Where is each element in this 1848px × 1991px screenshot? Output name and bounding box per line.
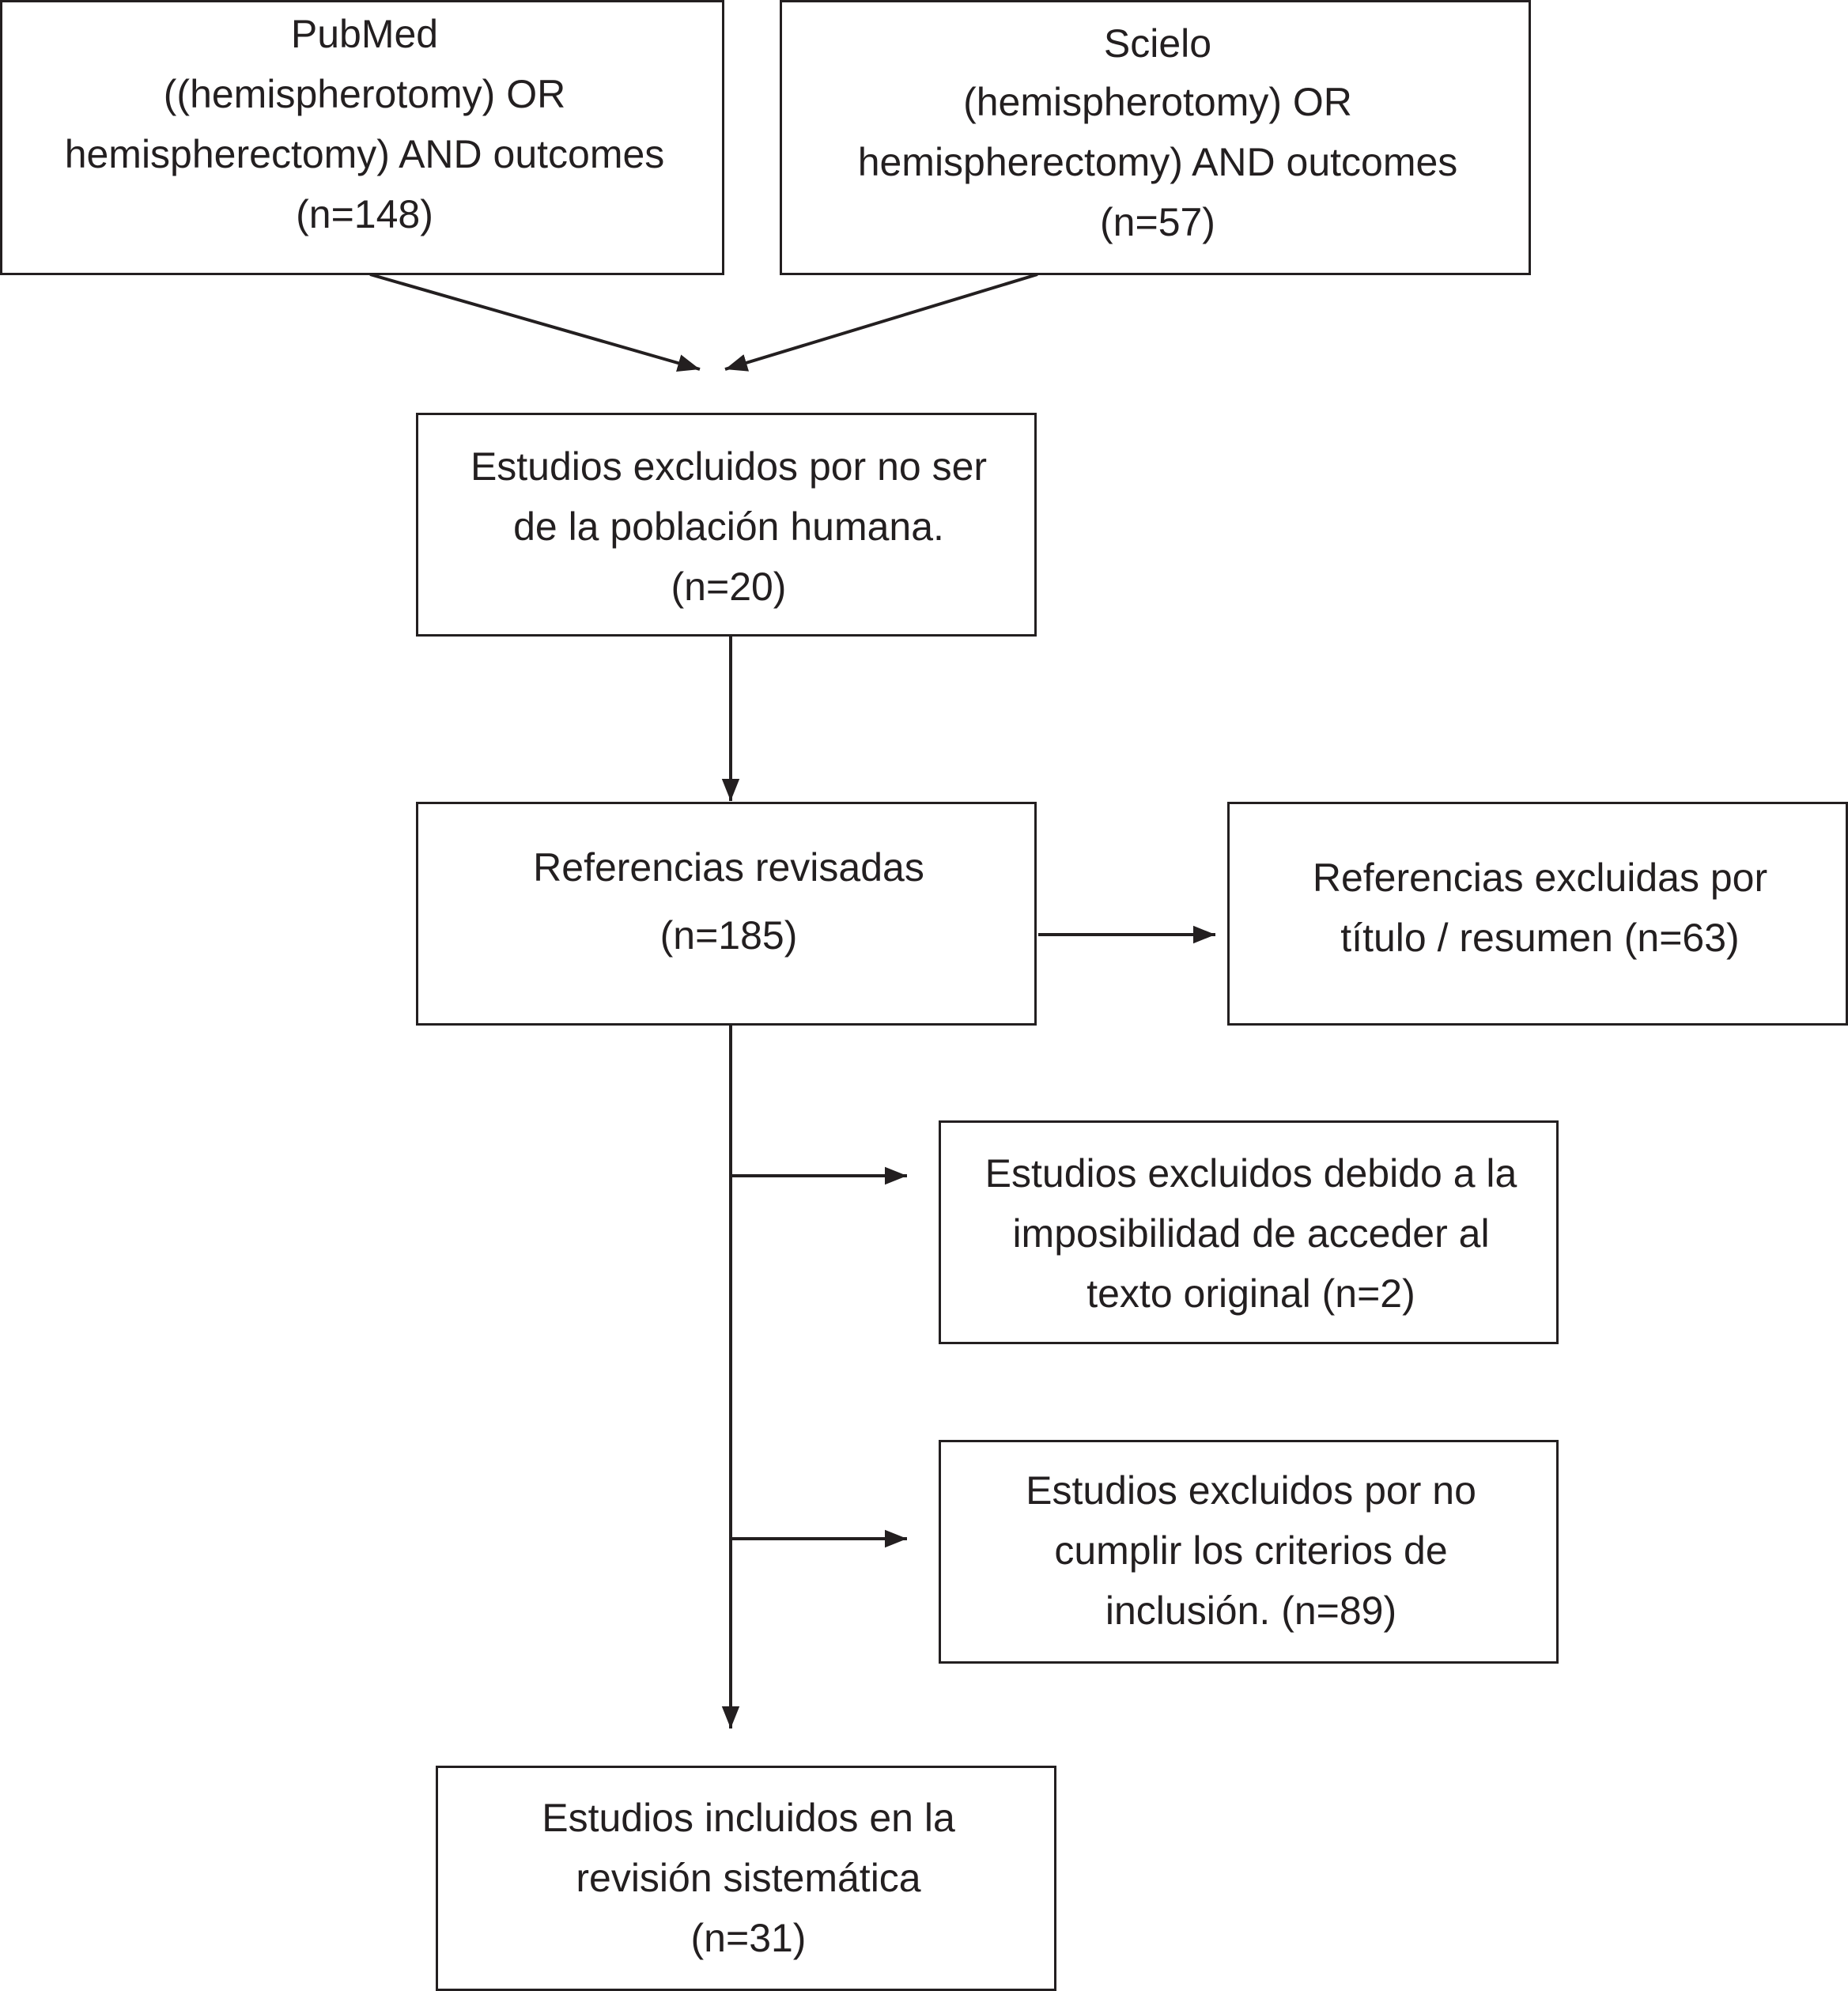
- non-human-text-line-2: de la población humana.: [513, 504, 944, 549]
- no-access-text-line-1: Estudios excluidos debido a la: [984, 1151, 1517, 1196]
- non-human-count: (n=20): [671, 565, 787, 609]
- scielo-title: Scielo: [1103, 21, 1212, 66]
- title-abstract-excluded-box: Referencias excluidas por título / resum…: [1227, 802, 1848, 1026]
- arrow-pubmed-to-merge: [369, 273, 701, 372]
- non-human-excluded-box: Estudios excluidos por no ser de la pobl…: [416, 413, 1037, 637]
- scielo-query-line-1: (hemispherotomy) OR: [963, 80, 1352, 124]
- pubmed-source-box: PubMed ((hemispherotomy) OR hemispherect…: [0, 0, 724, 275]
- no-access-excluded-box: Estudios excluidos debido a la imposibil…: [939, 1120, 1559, 1344]
- arrow-scielo-to-merge: [724, 273, 1038, 372]
- included-count: (n=31): [690, 1916, 807, 1960]
- included-text-line-1: Estudios incluidos en la: [542, 1796, 955, 1840]
- pubmed-count: (n=148): [296, 192, 433, 236]
- criteria-text-line-1: Estudios excluidos por no: [1026, 1468, 1476, 1513]
- reviewed-label: Referencias revisadas: [533, 845, 924, 890]
- references-reviewed-box: Referencias revisadas (n=185): [416, 802, 1037, 1026]
- scielo-source-box: Scielo (hemispherotomy) OR hemispherecto…: [780, 0, 1531, 275]
- pubmed-query-line-1: ((hemispherotomy) OR: [163, 72, 566, 116]
- title-abstract-text-line-1: Referencias excluidas por: [1312, 856, 1768, 900]
- criteria-text-line-2: cumplir los criterios de: [1054, 1528, 1448, 1573]
- pubmed-query-line-2: hemispherectomy) AND outcomes: [64, 132, 665, 176]
- scielo-query-line-2: hemispherectomy) AND outcomes: [857, 140, 1458, 184]
- no-access-text-line-3: texto original (n=2): [1087, 1271, 1415, 1316]
- pubmed-title: PubMed: [290, 12, 439, 56]
- reviewed-count: (n=185): [659, 913, 798, 958]
- title-abstract-text-line-2: título / resumen (n=63): [1340, 916, 1740, 960]
- no-access-text-line-2: imposibilidad de acceder al: [1012, 1211, 1490, 1256]
- non-human-text-line-1: Estudios excluidos por no ser: [470, 444, 988, 489]
- criteria-excluded-box: Estudios excluidos por no cumplir los cr…: [939, 1440, 1559, 1664]
- included-text-line-2: revisión sistemática: [576, 1856, 921, 1900]
- scielo-count: (n=57): [1100, 200, 1215, 244]
- criteria-text-line-3: inclusión. (n=89): [1105, 1589, 1397, 1633]
- included-studies-box: Estudios incluidos en la revisión sistem…: [436, 1766, 1056, 1991]
